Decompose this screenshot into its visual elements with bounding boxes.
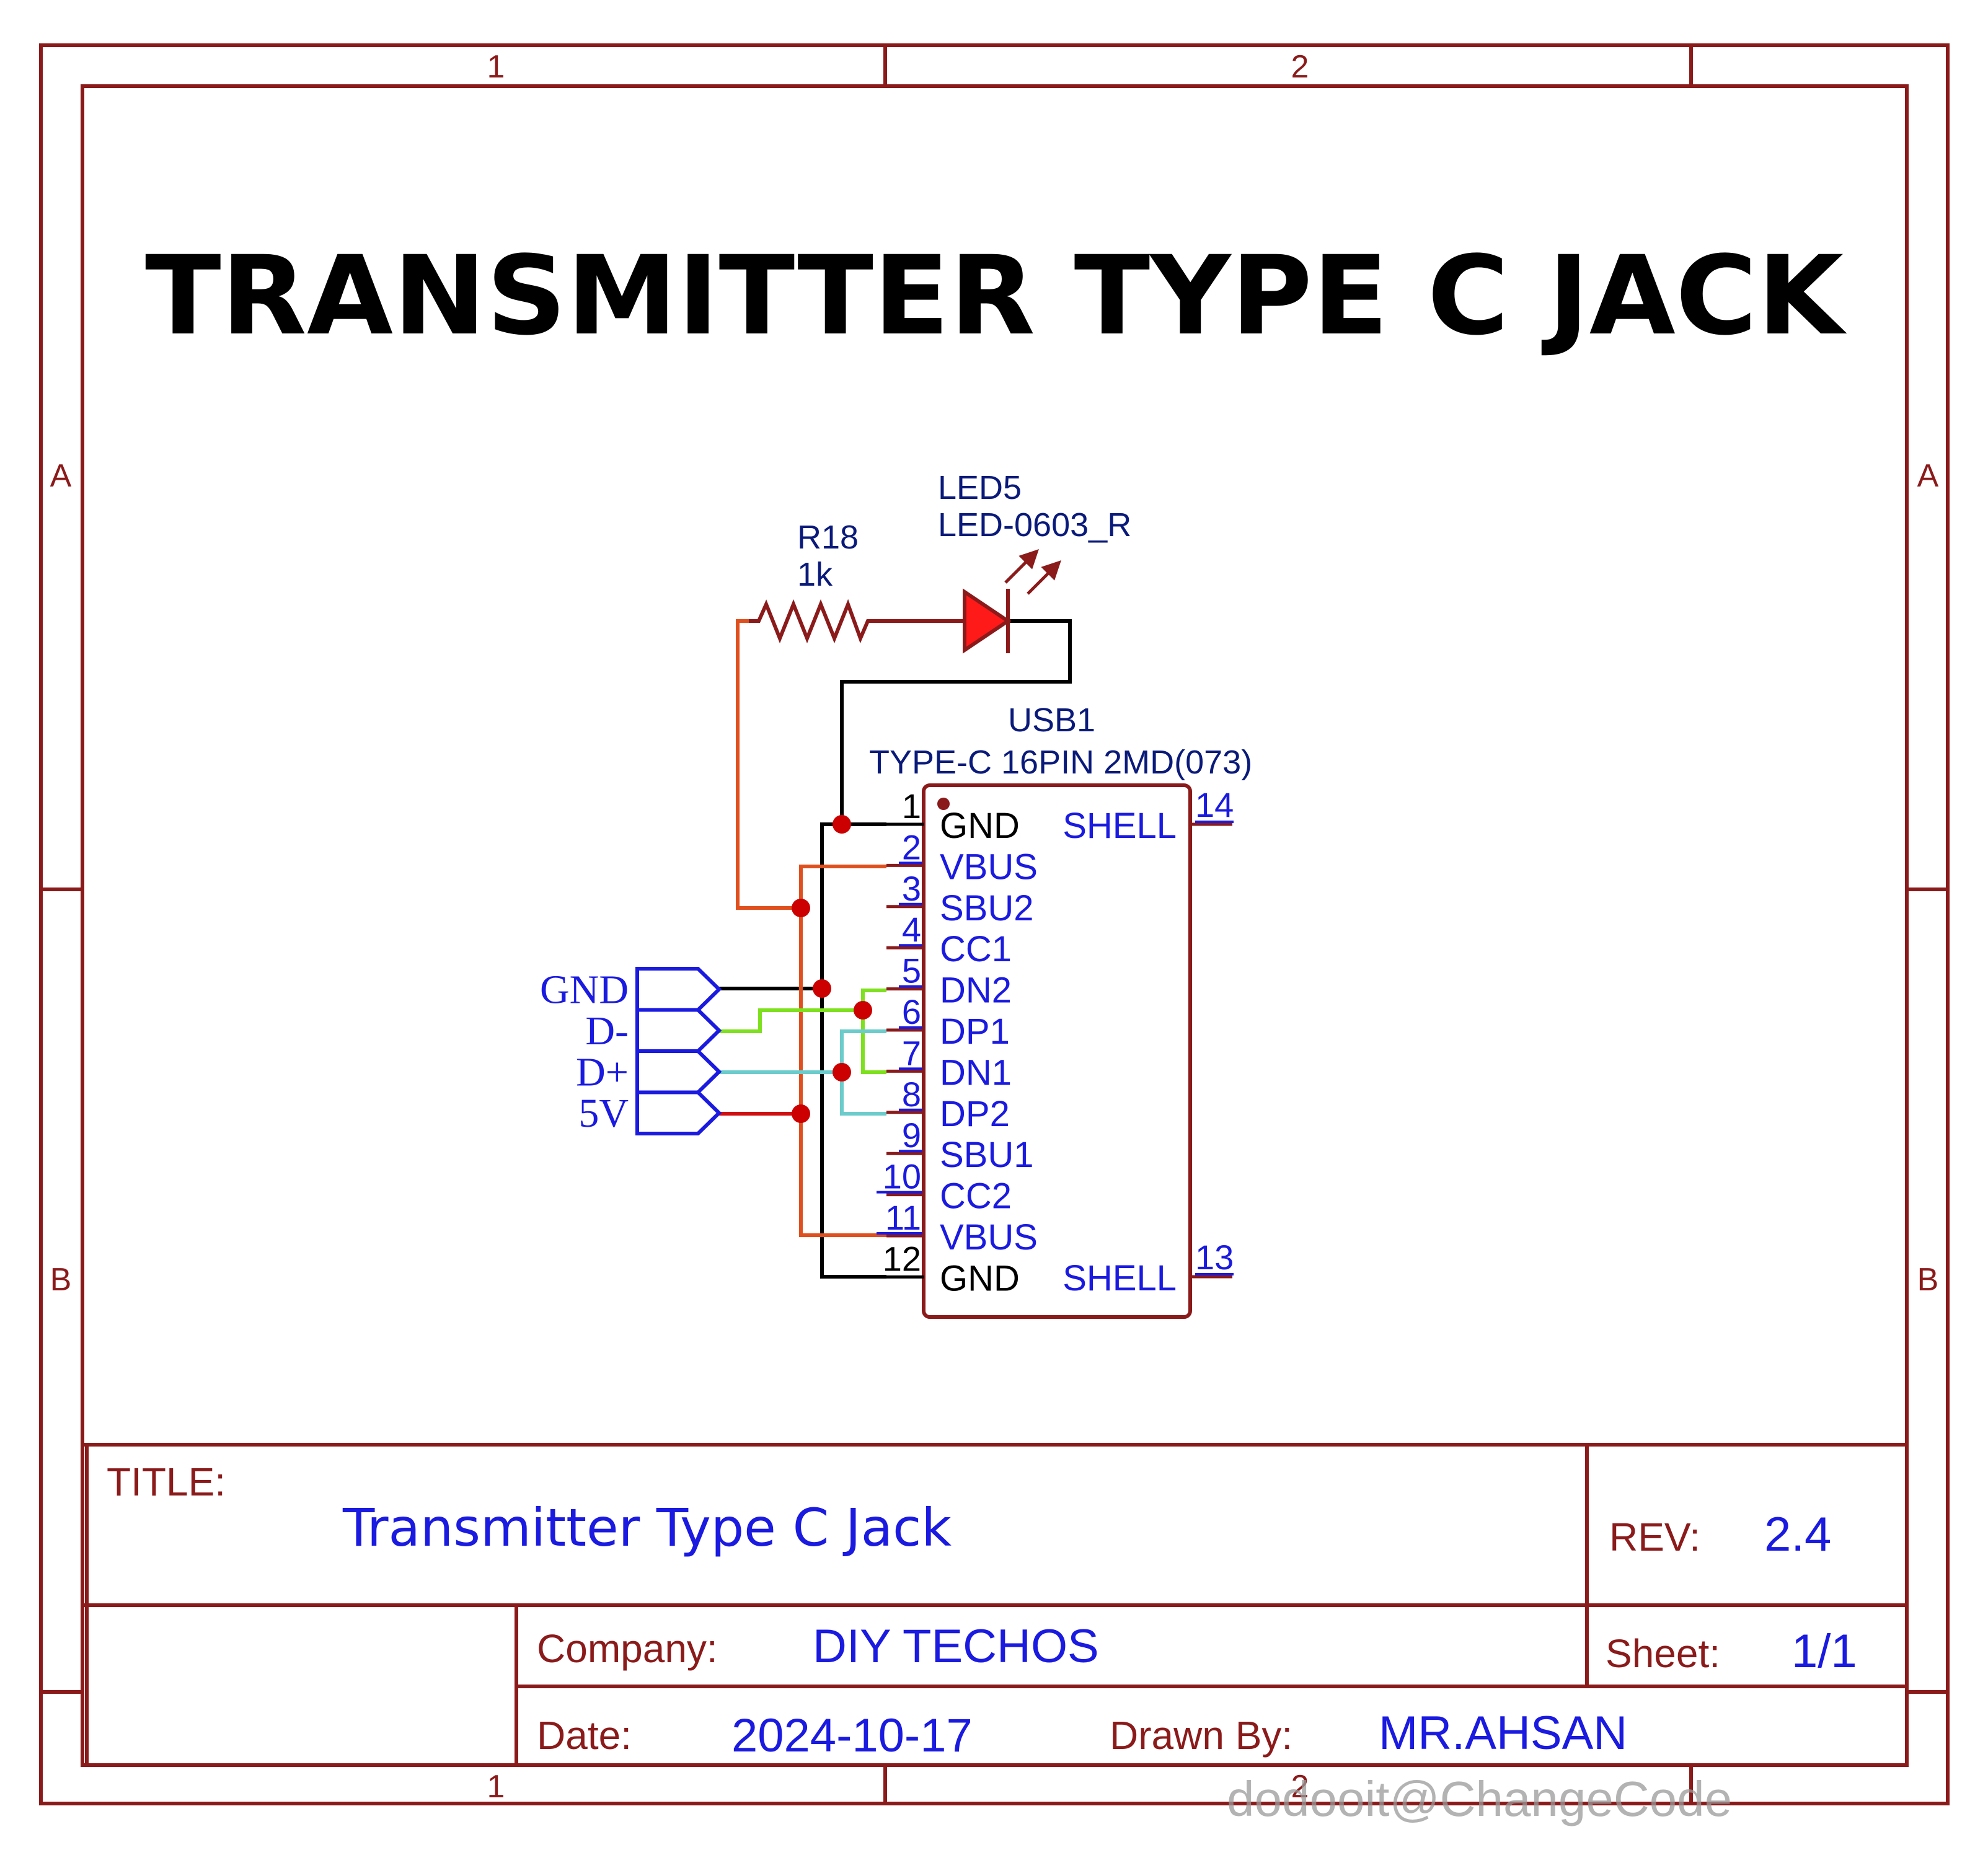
wire-vbus-bus (799, 865, 886, 1237)
shell-pin-number: 14 (1195, 785, 1234, 824)
shell-pin-name: SHELL (1062, 1258, 1177, 1298)
net-port-dminus-symbol (635, 1008, 722, 1053)
led-body (963, 588, 1012, 654)
junction-dot (813, 979, 831, 998)
junctions (792, 815, 872, 1123)
pin-5-number: 5 (902, 951, 921, 990)
sheet-value: 1/1 (1791, 1625, 1857, 1678)
watermark: dodooit@ChangeCode (1227, 1771, 1732, 1826)
drawn-by-value: MR.AHSAN (1379, 1707, 1627, 1760)
resistor-r18: R18 1k (749, 519, 884, 644)
led-emission-arrows (1004, 549, 1061, 595)
frame-row-label-right-b: B (1917, 1262, 1939, 1298)
pin-1-number: 1 (902, 786, 921, 826)
frame-row-label-left-b: B (50, 1262, 72, 1298)
pin1-marker-dot (937, 798, 950, 810)
connector-body (922, 783, 1192, 1319)
pin-5-name: DN2 (940, 971, 1012, 1011)
page-heading: TRANSMITTER TYPE C JACK (145, 232, 1847, 359)
pin-11-name: VBUS (940, 1217, 1038, 1258)
shell-pin-name: SHELL (1062, 806, 1177, 846)
pin-7-number: 7 (902, 1033, 921, 1072)
junction-dot (833, 815, 851, 834)
drawn-by-label: Drawn By: (1110, 1713, 1292, 1758)
pin-12-number: 12 (883, 1239, 921, 1278)
rev-label: REV: (1609, 1515, 1700, 1559)
net-port-label: GND (540, 967, 629, 1012)
pin-7-name: DN1 (940, 1052, 1012, 1093)
junction-dot (792, 1104, 810, 1123)
pin-2-number: 2 (902, 827, 921, 866)
frame-row-label-left-a: A (50, 458, 72, 494)
shell-pin-number: 13 (1195, 1238, 1234, 1277)
net-port-label: D+ (576, 1049, 629, 1095)
led-led5: LED5 LED-0603_R (884, 469, 1131, 654)
wire-gnd-bus (820, 822, 886, 1279)
junction-dot (854, 1001, 872, 1020)
pin-8-number: 8 (902, 1075, 921, 1114)
pin-10-number: 10 (883, 1157, 921, 1196)
net-port-label: 5V (578, 1091, 629, 1136)
pin-11-number: 11 (885, 1198, 921, 1237)
pin-9-name: SBU1 (940, 1135, 1034, 1175)
pin-6-number: 6 (902, 992, 921, 1031)
wires (719, 619, 1072, 1279)
pin-8-name: DP2 (940, 1094, 1010, 1134)
pin-9-number: 9 (902, 1116, 921, 1155)
resistor-value: 1k (797, 556, 833, 593)
pin-1-name: GND (940, 806, 1020, 846)
net-port-5v-symbol (635, 1090, 722, 1135)
frame-col-label-top-2: 2 (1291, 49, 1309, 85)
resistor-symbol (749, 599, 884, 644)
pin-6-name: DP1 (940, 1011, 1010, 1052)
net-port-label: D- (585, 1008, 629, 1054)
date-value: 2024-10-17 (731, 1709, 973, 1762)
drawing-frame (39, 43, 1950, 1805)
date-label: Date: (537, 1713, 632, 1758)
rev-value: 2.4 (1764, 1507, 1831, 1561)
net-port-dplus-symbol (635, 1049, 722, 1095)
pin-2-name: VBUS (940, 847, 1038, 887)
company-label: Company: (537, 1626, 718, 1671)
wire-led-supply (736, 619, 801, 910)
wire-led-return (840, 619, 1072, 824)
title-label: TITLE: (107, 1460, 226, 1504)
net-port-gnd-symbol (635, 967, 722, 1012)
pin-3-number: 3 (902, 869, 921, 908)
resistor-ref: R18 (797, 519, 859, 556)
frame-col-label-bottom-2: 2 (1291, 1769, 1309, 1805)
pin-12-name: GND (940, 1258, 1020, 1298)
company-value: DIY TECHOS (813, 1620, 1099, 1673)
junction-dot (792, 899, 810, 917)
pin-4-name: CC1 (940, 929, 1012, 969)
frame-col-label-bottom-1: 1 (487, 1769, 505, 1805)
connector-ref: USB1 (1008, 702, 1095, 739)
frame-col-label-top-1: 1 (487, 49, 505, 85)
frame-row-label-right-a: A (1917, 458, 1939, 494)
title-value: Transmitter Type C Jack (342, 1497, 952, 1558)
title-block (82, 1443, 1907, 1765)
pin-10-name: CC2 (940, 1176, 1012, 1217)
connector-value: TYPE-C 16PIN 2MD(073) (869, 744, 1252, 781)
pin-4-number: 4 (902, 910, 921, 949)
wire-dminus-port (719, 1008, 863, 1033)
led-value: LED-0603_R (938, 506, 1131, 544)
pin-3-name: SBU2 (940, 888, 1034, 928)
led-ref: LED5 (938, 469, 1022, 506)
sheet-label: Sheet: (1606, 1631, 1720, 1676)
junction-dot (833, 1063, 851, 1081)
